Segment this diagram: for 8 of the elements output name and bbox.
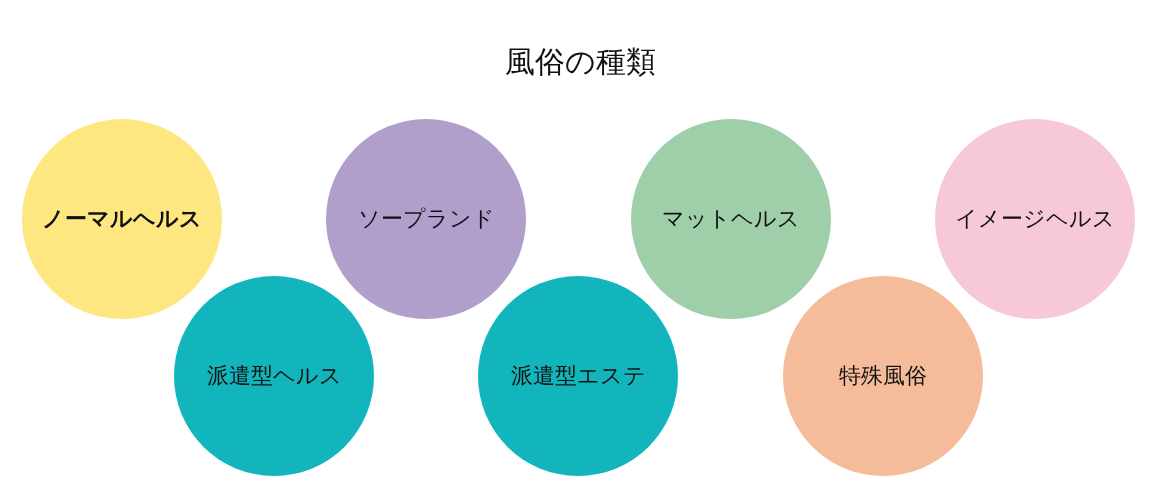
title: 風俗の種類 <box>505 43 656 81</box>
category-circle: ソープランド <box>326 119 526 319</box>
category-circle: マットヘルス <box>631 119 831 319</box>
category-circle: イメージヘルス <box>935 119 1135 319</box>
category-circle: 派遣型ヘルス <box>174 276 374 476</box>
category-circle: ノーマルヘルス <box>22 119 222 319</box>
category-circle: 特殊風俗 <box>783 276 983 476</box>
category-circle: 派遣型エステ <box>478 276 678 476</box>
